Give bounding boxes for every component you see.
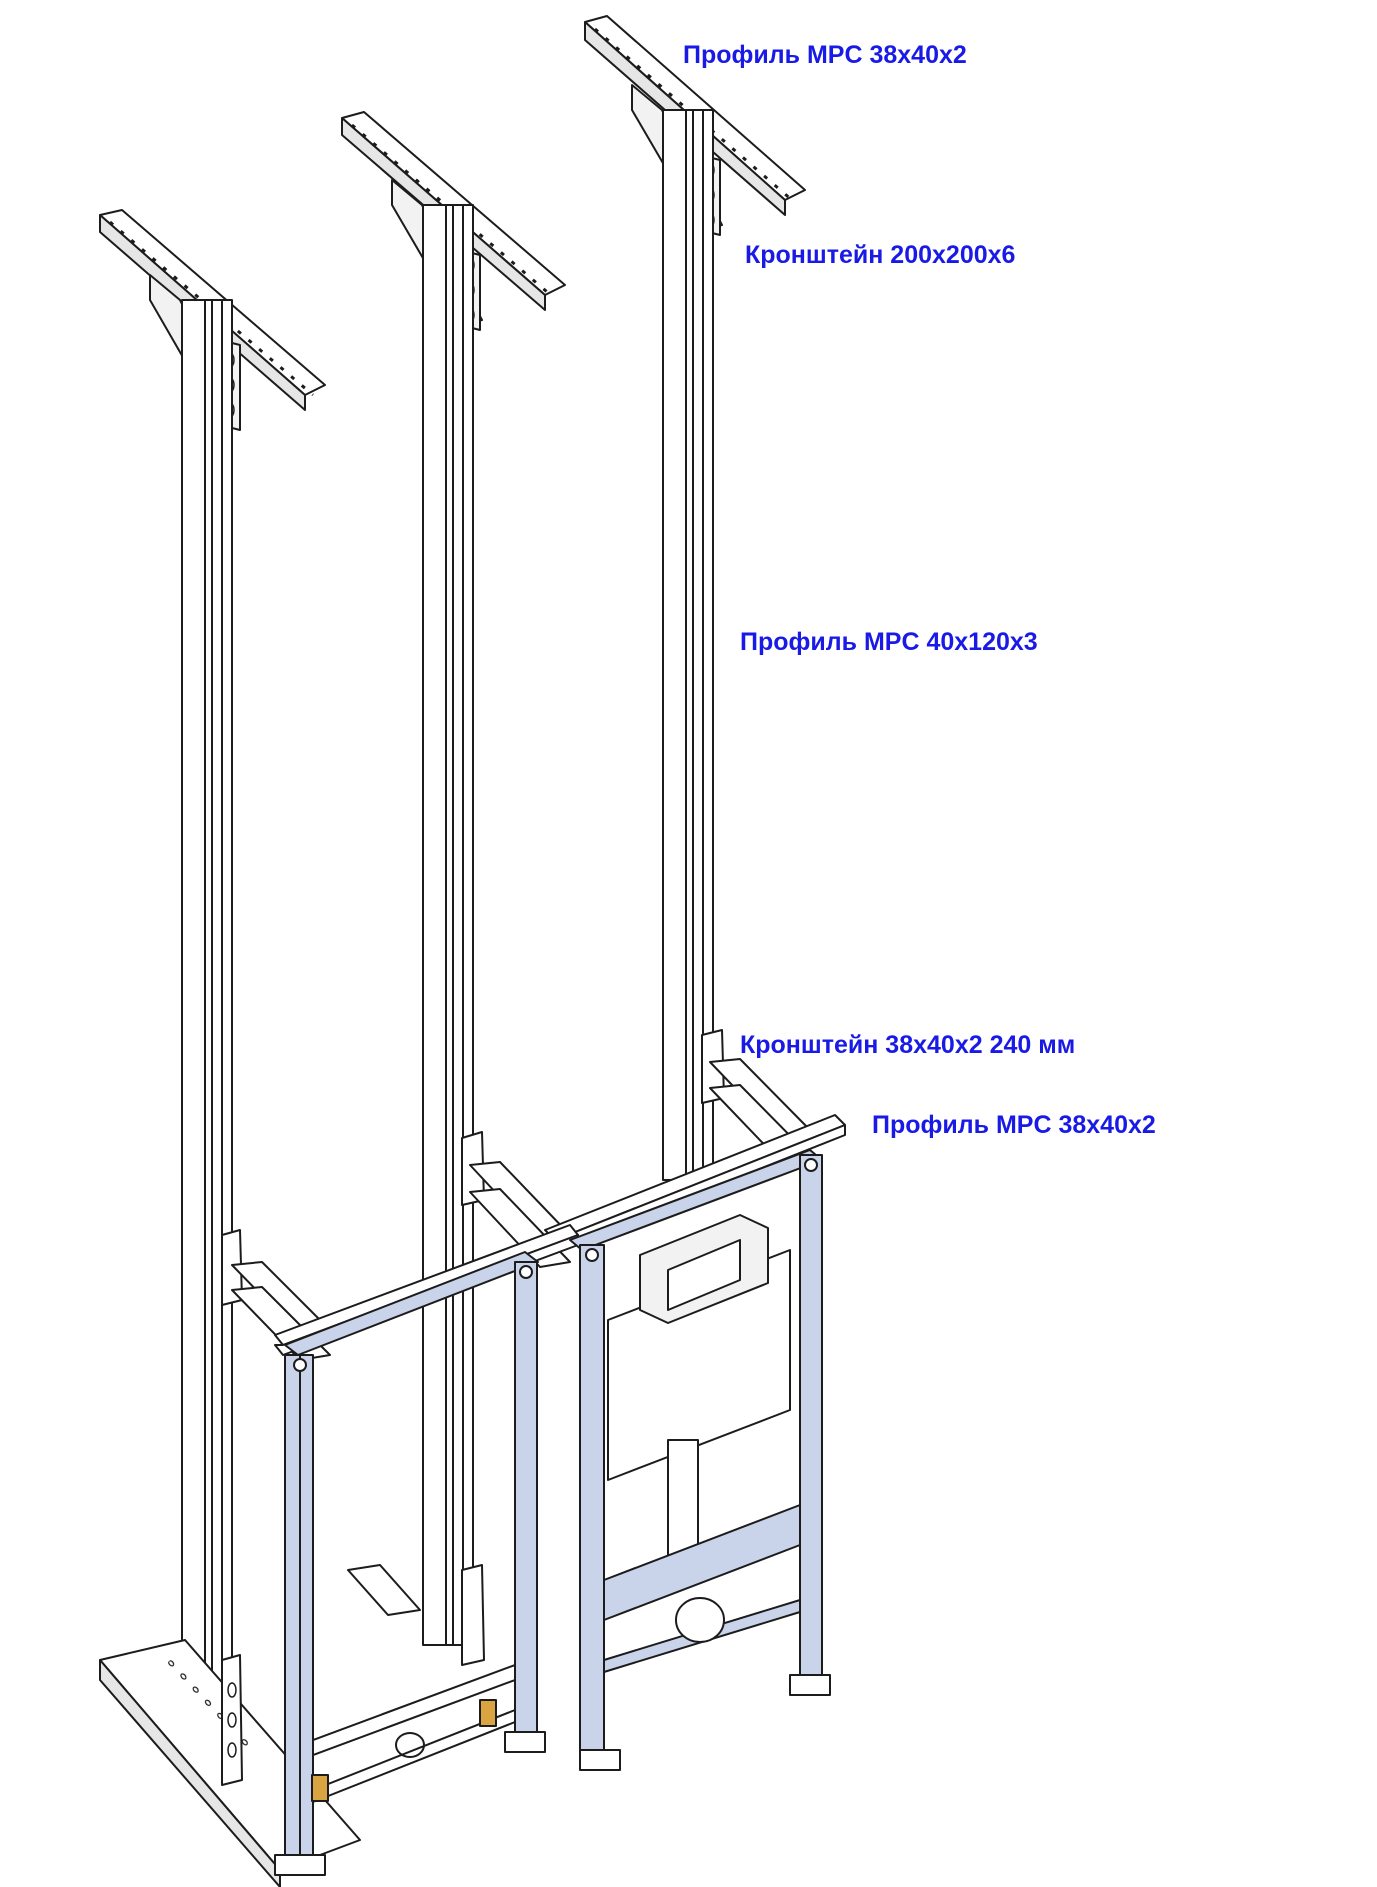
column-middle xyxy=(341,111,571,1666)
callout-profile-top: Профиль MPC 38x40x2 xyxy=(683,41,967,69)
callout-profile-column: Профиль MPC 40x120x3 xyxy=(740,628,1038,656)
frame-right-post-right xyxy=(799,1154,823,1676)
column-left xyxy=(99,209,361,1887)
installation-frame-right xyxy=(569,1149,831,1771)
column-right xyxy=(584,15,811,1181)
callout-bracket-mid: Кронштейн 38x40x2 240 мм xyxy=(740,1031,1076,1059)
water-fittings xyxy=(311,1699,497,1802)
frame-right-post-left xyxy=(579,1244,605,1751)
column-profile-middle xyxy=(422,204,474,1646)
drain-collar xyxy=(675,1597,725,1643)
column-profile-left xyxy=(181,299,233,1741)
flush-pipe xyxy=(667,1439,699,1561)
mounting-plate xyxy=(603,1504,801,1621)
column-profile-right xyxy=(662,109,714,1181)
callout-profile-rail: Профиль MPC 38x40x2 xyxy=(872,1111,1156,1139)
installation-frame-left xyxy=(274,1251,546,1876)
frame-left-top-bar xyxy=(284,1251,539,1356)
callout-bracket-top: Кронштейн 200x200x6 xyxy=(745,241,1016,269)
frame-left-post-right xyxy=(514,1261,538,1733)
